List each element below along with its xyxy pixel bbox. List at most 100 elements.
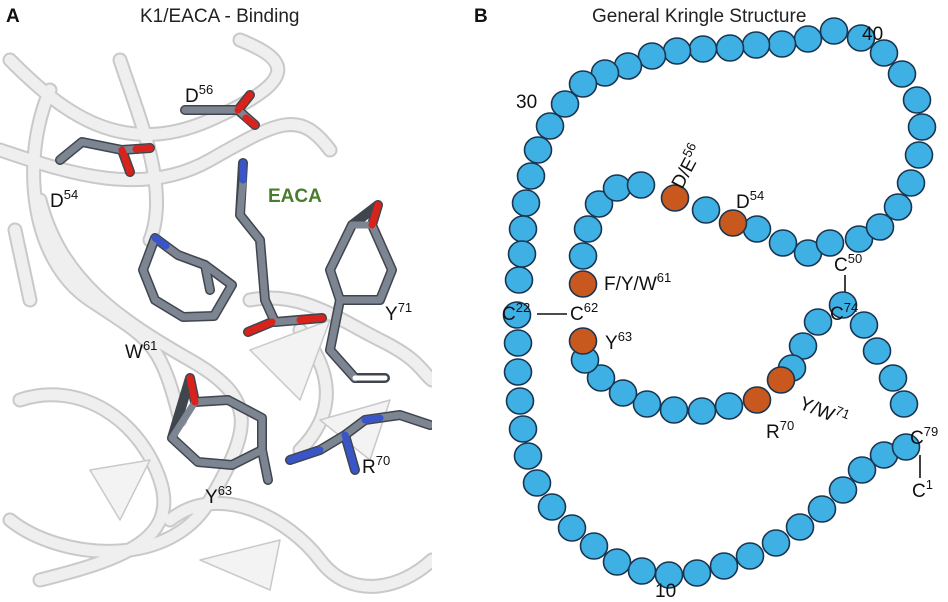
panel-a-title: K1/EACA - Binding (140, 6, 300, 27)
cys-label-c50: C50 (834, 251, 862, 276)
residue-label-r70: R70 (362, 453, 390, 478)
residue-bead (573, 215, 603, 243)
binding-residue-bead (568, 270, 598, 298)
residue-bead (714, 392, 744, 420)
site-label-y63: Y63 (605, 329, 632, 354)
residue-label-d54: D54 (50, 187, 78, 212)
position-label-10: 10 (655, 581, 676, 602)
residue-bead (505, 387, 535, 415)
binding-residue-bead (766, 366, 796, 394)
residue-bead (887, 60, 917, 88)
residue-bead (865, 213, 895, 241)
residue-bead (847, 456, 877, 484)
residue-bead (523, 136, 553, 164)
residue-bead (508, 215, 538, 243)
binding-residue-bead (568, 327, 598, 355)
cys-label-c79: C79 (910, 424, 938, 449)
residue-bead (550, 90, 580, 118)
binding-residue-bead (742, 386, 772, 414)
residue-bead (896, 169, 926, 197)
position-numbers: 30 40 10 (516, 24, 883, 602)
residue-label-d56: D56 (185, 82, 213, 107)
residue-bead (535, 112, 565, 140)
site-label-r70: R70 (766, 418, 794, 443)
cys-label-c1: C1 (912, 477, 933, 502)
residue-bead (522, 469, 552, 497)
residue-bead (785, 513, 815, 541)
residue-bead (662, 37, 692, 65)
residue-bead (862, 337, 892, 365)
residue-bead (768, 229, 798, 257)
residue-bead (502, 301, 532, 329)
stick-molecules (55, 90, 432, 485)
residue-bead (889, 390, 919, 418)
residue-bead (741, 31, 771, 59)
binding-residue-bead (660, 184, 690, 212)
residue-bead (807, 495, 837, 523)
residue-bead (902, 86, 932, 114)
position-label-40: 40 (862, 24, 883, 45)
residue-bead (883, 193, 913, 221)
residue-bead (715, 34, 745, 62)
ligand-label-eaca: EACA (268, 186, 322, 207)
residue-bead (602, 174, 632, 202)
residue-label-y63: Y63 (205, 483, 232, 508)
residue-bead (828, 291, 858, 319)
residue-bead (516, 162, 546, 190)
residue-bead (632, 390, 662, 418)
residue-bead (803, 308, 833, 336)
residue-bead (849, 311, 879, 339)
kringle-structure-diagram: C22 C62 C50 C74 C79 C1 30 40 10 D54 F/Y/… (502, 17, 938, 602)
residue-bead (844, 225, 874, 253)
residue-bead (815, 229, 845, 257)
residue-bead (608, 379, 638, 407)
residue-bead (793, 25, 823, 53)
residue-bead (709, 552, 739, 580)
residue-label-w61: W61 (125, 338, 157, 363)
residue-bead (557, 514, 587, 542)
residue-chain (502, 17, 937, 589)
residue-bead (687, 397, 717, 425)
position-label-30: 30 (516, 92, 537, 113)
residue-bead (904, 141, 934, 169)
residue-bead (891, 433, 921, 461)
residue-bead (513, 442, 543, 470)
residue-bead (659, 396, 689, 424)
residue-bead (654, 561, 684, 589)
site-label-d54: D54 (736, 188, 764, 213)
cys-label-c22: C22 (502, 300, 530, 325)
residue-bead (828, 476, 858, 504)
residue-bead (602, 548, 632, 576)
panel-a-letter: A (6, 6, 20, 27)
cysteine-labels: C22 C62 C50 C74 C79 C1 (502, 251, 938, 502)
residue-bead (586, 364, 616, 392)
binding-residue-bead (718, 209, 748, 237)
residue-label-y71: Y71 (385, 300, 412, 325)
cys-label-c74: C74 (830, 300, 858, 325)
residue-bead (503, 329, 533, 357)
residue-bead (568, 242, 598, 270)
residue-bead (761, 529, 791, 557)
residue-bead (568, 70, 598, 98)
cys-label-c62: C62 (570, 300, 598, 325)
residue-bead (537, 493, 567, 521)
residue-bead (579, 532, 609, 560)
site-label-yw71: Y/W71 (796, 389, 852, 431)
residue-bead (691, 196, 721, 224)
residue-bead (767, 30, 797, 58)
residue-bead (735, 542, 765, 570)
panel-b-title: General Kringle Structure (592, 6, 807, 27)
residue-bead (507, 240, 537, 268)
residue-bead (637, 42, 667, 70)
residue-bead (511, 189, 541, 217)
site-label-fyw61: F/Y/W61 (604, 270, 671, 295)
residue-bead (688, 35, 718, 63)
residue-bead (504, 266, 534, 294)
residue-bead (508, 415, 538, 443)
residue-bead (788, 332, 818, 360)
panel-b-letter: B (474, 6, 488, 27)
residue-bead (503, 358, 533, 386)
site-label-de56: D/E56 (664, 140, 708, 192)
residue-bead (878, 364, 908, 392)
residue-bead (907, 113, 937, 141)
